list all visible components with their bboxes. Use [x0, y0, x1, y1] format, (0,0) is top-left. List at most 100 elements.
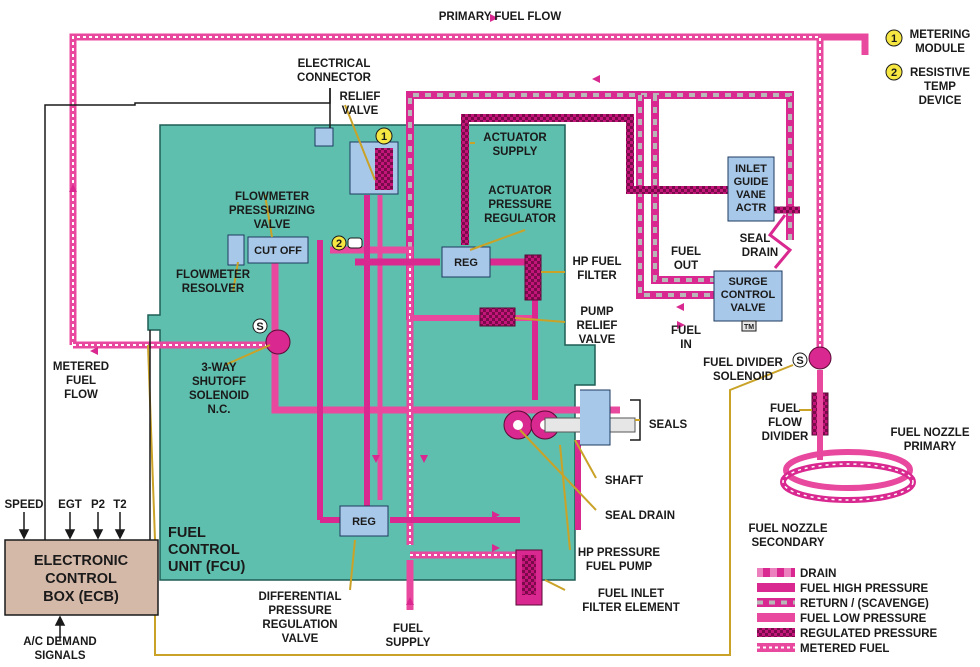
fuel-nozzle-rings [780, 449, 916, 503]
surge-line-3: VALVE [730, 302, 765, 314]
fcu-label-2: CONTROL [168, 542, 240, 558]
relief-valve-label-2: VALVE [342, 105, 379, 117]
inlet-guide-vane-actuator [727, 156, 775, 222]
flowmeter-resolver-label-1: FLOWMETER [176, 269, 251, 281]
shaft-label: SHAFT [605, 475, 643, 487]
flowmeter-valve-label-2: PRESSURIZING [229, 205, 315, 217]
callout-legend-2-marker [885, 63, 903, 81]
ecb-input-speed: SPEED [5, 499, 44, 511]
shutoff-s-label: S [256, 321, 263, 333]
pump-housing [580, 389, 611, 446]
ecb-line-1: ELECTRONIC [34, 553, 129, 569]
seal-drain-top-line [767, 214, 793, 269]
fuel-inlet-filter-core [522, 555, 536, 595]
legend-label-regulated: REGULATED PRESSURE [800, 628, 937, 640]
shutoff-label-2: SHUTOFF [192, 376, 246, 388]
reg-actuator-regulator [441, 246, 491, 278]
igv-line-1: INLET [735, 163, 767, 175]
electrical-connector [314, 127, 334, 147]
callout-2-marker-num: 2 [336, 238, 342, 250]
metered-fuel-label-1: METERED [53, 361, 109, 373]
callout-1-marker [375, 127, 393, 145]
divider-s-label: S [796, 355, 803, 367]
ecb-line-3: BOX (ECB) [43, 589, 119, 605]
callout-legend-1-num: 1 [891, 33, 897, 45]
diff-valve-label-1: DIFFERENTIAL [258, 591, 341, 603]
electronic-control-box [4, 539, 159, 616]
igv-line-4: ACTR [736, 202, 767, 214]
inlet-filter-label-2: FILTER ELEMENT [582, 602, 680, 614]
fuel-out-label-1: FUEL [671, 246, 701, 258]
tm-label: TM [744, 324, 754, 331]
flowmeter-valve-label-1: FLOWMETER [235, 191, 310, 203]
surge-line-2: CONTROL [721, 289, 776, 301]
reg-bottom-label: REG [352, 516, 376, 528]
nozzle-primary-label-2: PRIMARY [904, 441, 957, 453]
metering-module-label-2: MODULE [915, 43, 965, 55]
legend-swatch-drain [757, 568, 795, 577]
surge-line-1: SURGE [728, 276, 767, 288]
legend-label-hp: FUEL HIGH PRESSURE [800, 583, 929, 595]
actuator-regulator-label-3: REGULATOR [484, 213, 556, 225]
resistive-label-1: RESISTIVE [910, 67, 970, 79]
hp-pump-label-1: HP PRESSURE [578, 547, 661, 559]
control-wires [44, 88, 331, 540]
fcu-label-3: UNIT (FCU) [168, 559, 245, 575]
metered-fuel-label-3: FLOW [64, 389, 98, 401]
primary-fuel-flow-title: PRIMARY FUEL FLOW [439, 11, 562, 23]
electrical-connector-label-1: ELECTRICAL [298, 58, 371, 70]
diff-valve-label-3: REGULATION [262, 619, 337, 631]
tm-box [741, 320, 757, 332]
resistive-label-3: DEVICE [919, 95, 962, 107]
actuator-supply-label-1: ACTUATOR [483, 132, 547, 144]
relief-valve-label-1: RELIEF [340, 91, 381, 103]
ecb-input-arrows [18, 512, 126, 640]
actuator-supply-label-2: SUPPLY [493, 146, 538, 158]
cut-off-label: CUT OFF [254, 245, 302, 257]
leader-lines [147, 104, 812, 656]
callout-2-marker [331, 235, 347, 251]
shutoff-label-3: SOLENOID [189, 390, 249, 402]
shutoff-label-4: N.C. [208, 404, 231, 416]
hp-pump-label-2: FUEL PUMP [586, 561, 653, 573]
hp-filter-label-2: FILTER [577, 270, 617, 282]
nozzle-secondary-label-2: SECONDARY [751, 537, 824, 549]
legend-swatch-regulated [757, 628, 795, 637]
fuel-out-label-2: OUT [674, 260, 698, 272]
seals-label: SEALS [649, 419, 688, 431]
ecb-line-2: CONTROL [45, 571, 117, 587]
legend-label-return: RETURN / (SCAVENGE) [800, 598, 929, 610]
shutoff-solenoid [252, 318, 268, 334]
fuel-in-label-1: FUEL [671, 325, 701, 337]
ac-demand-label-2: SIGNALS [34, 650, 85, 662]
shutoff-label-1: 3-WAY [201, 362, 237, 374]
metered-fuel-label-2: FUEL [66, 375, 96, 387]
seal-drain-label: SEAL DRAIN [605, 510, 675, 522]
callout-1-marker-num: 1 [381, 131, 387, 143]
flow-divider-label-1: FUEL [770, 403, 800, 415]
ecb-input-p2: P2 [91, 499, 105, 511]
flowmeter-valve-label-3: VALVE [254, 219, 291, 231]
fuel-divider-solenoid [792, 352, 808, 368]
relief-valve-core [375, 148, 393, 190]
nozzle-primary-label-1: FUEL NOZZLE [890, 427, 969, 439]
legend-swatch-lp [757, 613, 795, 622]
callout-legend-2-num: 2 [891, 67, 897, 79]
actuator-regulator-label-2: PRESSURE [488, 199, 552, 211]
fcu-label-1: FUEL [168, 525, 206, 541]
divider-solenoid-label-2: SOLENOID [713, 371, 773, 383]
resistive-temp-device [347, 237, 363, 249]
fuel-divider-valve [808, 346, 832, 370]
reg-differential [339, 505, 389, 537]
legend-label-metered: METERED FUEL [800, 643, 889, 655]
cut-off-valve [247, 236, 309, 264]
flowmeter-resolver-label-2: RESOLVER [182, 283, 245, 295]
fuel-supply-label-2: SUPPLY [386, 637, 431, 649]
pump-relief-label-1: PUMP [580, 306, 614, 318]
pump-relief-label-2: RELIEF [577, 320, 618, 332]
metering-module-label-1: METERING [910, 29, 971, 41]
flow-arrows [69, 14, 685, 605]
electrical-connector-label-2: CONNECTOR [297, 72, 372, 84]
flow-divider-label-2: FLOW [768, 417, 802, 429]
igv-line-3: VANE [736, 189, 766, 201]
